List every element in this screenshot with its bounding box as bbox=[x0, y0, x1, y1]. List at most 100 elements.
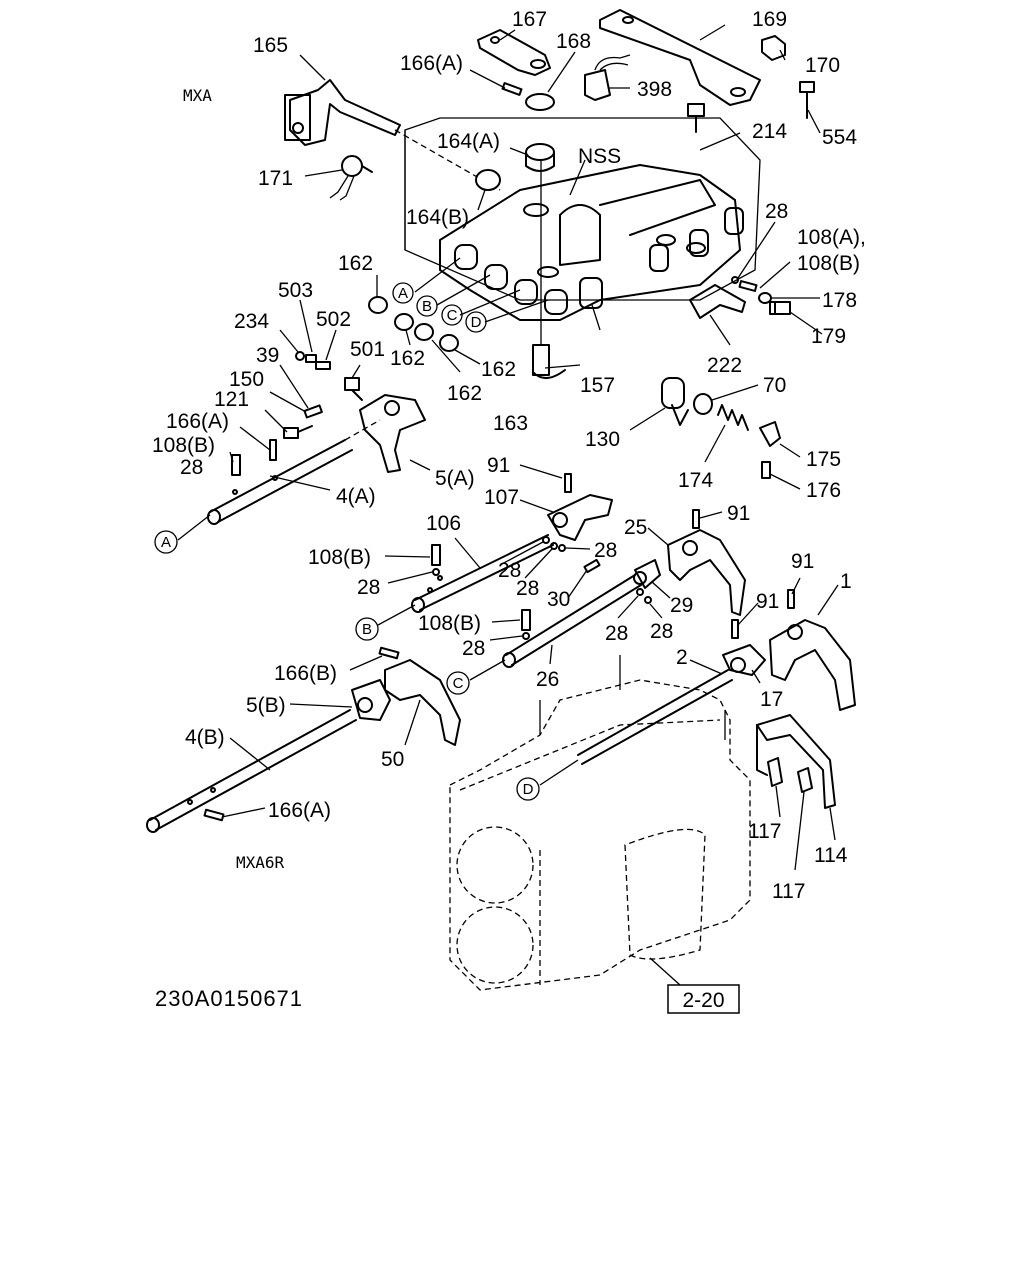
fork-1 bbox=[769, 619, 856, 711]
bolt-214 bbox=[687, 103, 705, 133]
callout-28-low3: 28 bbox=[650, 620, 673, 643]
reference-box: 2-20 bbox=[667, 984, 740, 1014]
callout-170: 170 bbox=[805, 54, 840, 77]
callout-28-mid4: 28 bbox=[516, 577, 539, 600]
svg-text:C: C bbox=[453, 675, 464, 692]
callout-50: 50 bbox=[381, 748, 404, 771]
collar-29 bbox=[633, 559, 661, 589]
block-17 bbox=[722, 644, 766, 676]
clip-117-b bbox=[797, 767, 813, 793]
plug-162-b bbox=[394, 313, 414, 331]
callout-29: 29 bbox=[670, 594, 693, 617]
ball-28-mid3 bbox=[550, 542, 558, 550]
pin-166a-mid bbox=[269, 439, 277, 461]
spring-108b-left bbox=[231, 454, 241, 476]
svg-text:A: A bbox=[161, 534, 171, 551]
pin-91-b bbox=[692, 509, 700, 529]
callout-176: 176 bbox=[806, 479, 841, 502]
callout-168: 168 bbox=[556, 30, 591, 53]
callout-130: 130 bbox=[585, 428, 620, 451]
callout-162-b: 162 bbox=[390, 347, 425, 370]
callout-166a-mid: 166(A) bbox=[166, 410, 229, 433]
bolt-501 bbox=[344, 377, 363, 401]
switch-398 bbox=[584, 54, 631, 101]
callout-70: 70 bbox=[763, 374, 786, 397]
callout-164b: 164(B) bbox=[406, 206, 469, 229]
callout-4a: 4(A) bbox=[336, 485, 376, 508]
callout-169: 169 bbox=[752, 8, 787, 31]
callout-165: 165 bbox=[253, 34, 288, 57]
callout-108b-top: 108(B) bbox=[797, 252, 860, 275]
plug-162-d bbox=[439, 334, 459, 352]
seal-164b bbox=[475, 169, 501, 191]
model-label-top: MXA bbox=[183, 86, 212, 105]
bolt-121 bbox=[283, 425, 313, 439]
spring-174 bbox=[717, 404, 749, 431]
callout-398: 398 bbox=[637, 78, 672, 101]
bolt-179 bbox=[769, 301, 791, 315]
bracket-114 bbox=[756, 714, 836, 809]
callout-108b-left: 108(B) bbox=[152, 434, 215, 457]
transmission-case bbox=[449, 655, 751, 991]
callout-28-mid2: 28 bbox=[594, 539, 617, 562]
model-label-bottom: MXA6R bbox=[236, 853, 285, 872]
spring-39-150 bbox=[303, 404, 323, 419]
svg-text:D: D bbox=[471, 314, 482, 331]
lever-163 bbox=[532, 344, 566, 379]
shift-arm-107 bbox=[547, 494, 613, 541]
callout-17: 17 bbox=[760, 688, 783, 711]
pin-166a-top bbox=[501, 82, 523, 96]
clip-117-a bbox=[767, 757, 783, 787]
spring-108b-mid bbox=[431, 544, 441, 566]
plate-167 bbox=[477, 29, 551, 76]
shaft-4b bbox=[146, 709, 357, 833]
callout-166a-low: 166(A) bbox=[268, 799, 331, 822]
callout-222: 222 bbox=[707, 354, 742, 377]
plug-162-a bbox=[368, 296, 388, 314]
callout-174: 174 bbox=[678, 469, 713, 492]
marker-c-low: C bbox=[446, 671, 470, 695]
bush-164a bbox=[525, 143, 555, 172]
callout-117b: 117 bbox=[772, 880, 805, 903]
callout-179: 179 bbox=[811, 325, 846, 348]
callout-91d: 91 bbox=[756, 590, 779, 613]
marker-b-top: B bbox=[416, 295, 438, 317]
callout-503: 503 bbox=[278, 279, 313, 302]
callout-502: 502 bbox=[316, 308, 351, 331]
stud-554 bbox=[799, 81, 815, 119]
ball-28-mid4 bbox=[558, 544, 566, 552]
callout-39: 39 bbox=[256, 344, 279, 367]
callout-30: 30 bbox=[547, 588, 570, 611]
ball-28-low2 bbox=[636, 588, 644, 596]
pin-166a-low bbox=[203, 808, 225, 822]
callout-178: 178 bbox=[822, 289, 857, 312]
callout-554: 554 bbox=[822, 126, 857, 149]
ball-234 bbox=[295, 351, 305, 361]
callout-107: 107 bbox=[484, 486, 519, 509]
svg-text:2-20: 2-20 bbox=[682, 989, 724, 1012]
pin-91-a bbox=[564, 473, 572, 493]
shaft-26 bbox=[502, 574, 642, 668]
svg-text:A: A bbox=[398, 285, 408, 302]
callout-121: 121 bbox=[214, 388, 249, 411]
callout-28-mid1: 28 bbox=[357, 576, 380, 599]
callout-28-mid3: 28 bbox=[498, 559, 521, 582]
leader-lines bbox=[177, 24, 839, 986]
shaft-106 bbox=[411, 534, 554, 613]
callout-162-d: 162 bbox=[481, 358, 516, 381]
callout-5a: 5(A) bbox=[435, 467, 475, 490]
lever-130 bbox=[661, 377, 689, 426]
pin-91-c bbox=[787, 589, 795, 609]
callout-labels: 165 167 168 169 170 166(A) 398 554 214 1… bbox=[152, 8, 866, 903]
ball-28-mid2 bbox=[542, 536, 550, 544]
svg-text:C: C bbox=[447, 307, 458, 324]
ball-28-low3 bbox=[644, 596, 652, 604]
marker-a-low: A bbox=[154, 530, 178, 554]
callout-117a: 117 bbox=[748, 820, 781, 843]
washer-178 bbox=[758, 292, 772, 304]
marker-b-low: B bbox=[355, 617, 379, 641]
ball-28-mid1 bbox=[432, 568, 440, 576]
pin-91-d bbox=[731, 619, 739, 639]
callout-106: 106 bbox=[426, 512, 461, 535]
